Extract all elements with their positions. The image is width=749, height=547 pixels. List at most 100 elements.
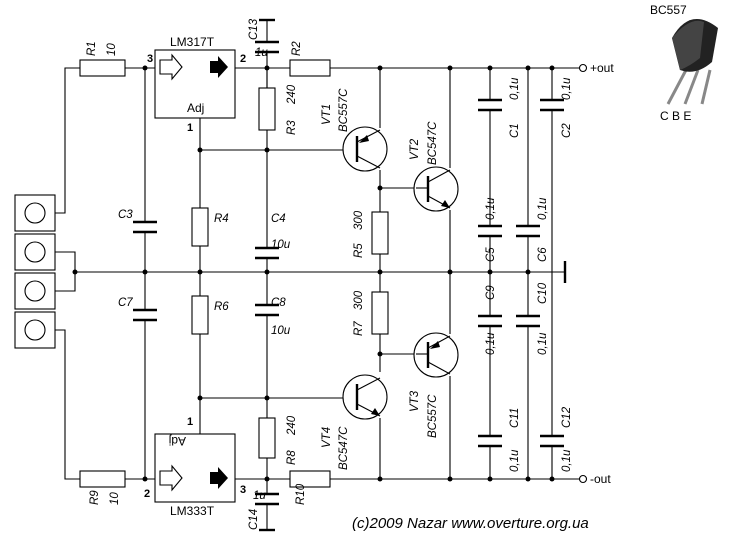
capacitor-c4: [255, 246, 279, 260]
resistor-r9: [79, 470, 126, 488]
label-r3: R3: [286, 120, 298, 135]
label-r10: R10: [295, 483, 307, 505]
capacitor-c12: [540, 434, 564, 448]
label-r7: R7: [353, 321, 365, 336]
output-terminal-pos: [578, 63, 588, 73]
capacitor-c1: [478, 98, 502, 112]
pinout-title: BC557: [650, 3, 687, 17]
regulator-bottom: [154, 433, 236, 503]
label-r8-value: 240: [286, 415, 298, 436]
label-c6: C6: [537, 247, 549, 262]
label-c7: C7: [118, 297, 133, 309]
regulator-top-pin-adj: 1: [187, 122, 193, 134]
resistors: [79, 59, 389, 488]
label-vt4-type: BC547C: [338, 426, 350, 470]
label-c4-value: 10u: [271, 239, 291, 251]
capacitor-c13: [255, 40, 279, 54]
label-c6-value: 0,1u: [537, 197, 549, 220]
transistor-vt2: [413, 166, 459, 212]
capacitor-c2: [540, 98, 564, 112]
label-c11: C11: [509, 408, 521, 428]
label-r1: R1: [86, 41, 98, 56]
regulator-bottom-pin-adj: 1: [187, 416, 193, 428]
pinout-pins: C B E: [660, 109, 691, 123]
resistor-r4: [191, 207, 209, 247]
label-c10-value: 0,1u: [537, 332, 549, 355]
bc557-package-icon: [666, 19, 718, 105]
resistor-r7: [371, 291, 389, 335]
label-c13: C13: [248, 18, 260, 40]
transistor-vt3: [413, 332, 459, 378]
output-pos-label: +out: [590, 61, 614, 75]
label-c5: C5: [485, 247, 497, 262]
label-c8-value: 10u: [271, 325, 291, 337]
regulator-top-adj: Adj: [187, 101, 204, 115]
label-c11-value: 0,1u: [509, 449, 521, 472]
junctions: [72, 65, 555, 482]
label-c3: C3: [118, 209, 133, 221]
copyright-text: (c)2009 Nazar www.overture.org.ua: [352, 515, 589, 532]
label-r5: R5: [353, 243, 365, 258]
capacitor-c14: [255, 492, 279, 506]
label-c2: C2: [561, 123, 573, 138]
label-vt2: VT2: [409, 138, 421, 160]
label-c9: C9: [485, 285, 497, 300]
capacitor-c8: [255, 303, 279, 317]
wires: [55, 18, 580, 532]
resistor-r1: [79, 59, 126, 77]
capacitor-c3: [133, 220, 157, 234]
label-c1-value: 0,1u: [509, 77, 521, 100]
label-c1: C1: [509, 123, 521, 138]
regulator-top-pin-in: 3: [147, 53, 153, 65]
label-r9: R9: [89, 490, 101, 505]
resistor-r6: [191, 295, 209, 335]
label-r2: R2: [291, 41, 303, 56]
text-labels: LM317T Adj 3 2 1 Adj LM333T 2 3 1 R1 10 …: [86, 3, 691, 532]
label-r6: R6: [214, 301, 229, 313]
resistor-r2: [289, 59, 331, 77]
resistor-r8: [258, 417, 276, 459]
label-r8: R8: [286, 450, 298, 465]
label-c13-value: 1u: [255, 47, 268, 59]
label-vt3: VT3: [409, 390, 421, 412]
output-neg-label: -out: [590, 472, 611, 486]
label-c8: C8: [271, 297, 286, 309]
capacitor-c9: [478, 314, 502, 328]
regulator-bottom-pin-out: 3: [240, 484, 246, 496]
label-c14-value: 1u: [253, 490, 266, 502]
input-connector: [14, 194, 56, 349]
label-r3-value: 240: [286, 84, 298, 105]
label-vt2-type: BC547C: [427, 121, 439, 165]
label-vt1: VT1: [321, 104, 333, 125]
label-r4: R4: [214, 213, 229, 225]
regulator-top-name: LM317T: [170, 35, 215, 49]
regulator-bottom-adj: Adj: [169, 434, 186, 448]
label-vt4: VT4: [321, 427, 333, 448]
capacitor-c5: [478, 224, 502, 238]
resistor-r10: [289, 470, 331, 488]
transistor-vt4: [342, 374, 388, 420]
resistor-r3: [258, 87, 276, 131]
output-terminal-neg: [578, 474, 588, 484]
label-c12: C12: [561, 406, 573, 428]
capacitor-c11: [478, 434, 502, 448]
label-c2-value: 0,1u: [561, 77, 573, 100]
label-c14: C14: [248, 509, 260, 530]
label-r9-value: 10: [109, 492, 121, 505]
capacitor-c7: [133, 308, 157, 322]
regulator-bottom-name: LM333T: [170, 504, 215, 518]
regulator-top: [154, 49, 236, 119]
label-r5-value: 300: [353, 210, 365, 230]
label-c4: C4: [271, 213, 286, 225]
capacitor-c6: [516, 224, 540, 238]
capacitors: [133, 40, 564, 506]
regulator-bottom-pin-in: 2: [144, 488, 150, 500]
label-c10: C10: [537, 282, 549, 304]
label-c12-value: 0,1u: [561, 449, 573, 472]
capacitor-c10: [516, 314, 540, 328]
label-c9-value: 0,1u: [485, 332, 497, 355]
regulator-top-pin-out: 2: [240, 53, 246, 65]
label-c5-value: 0,1u: [485, 197, 497, 220]
